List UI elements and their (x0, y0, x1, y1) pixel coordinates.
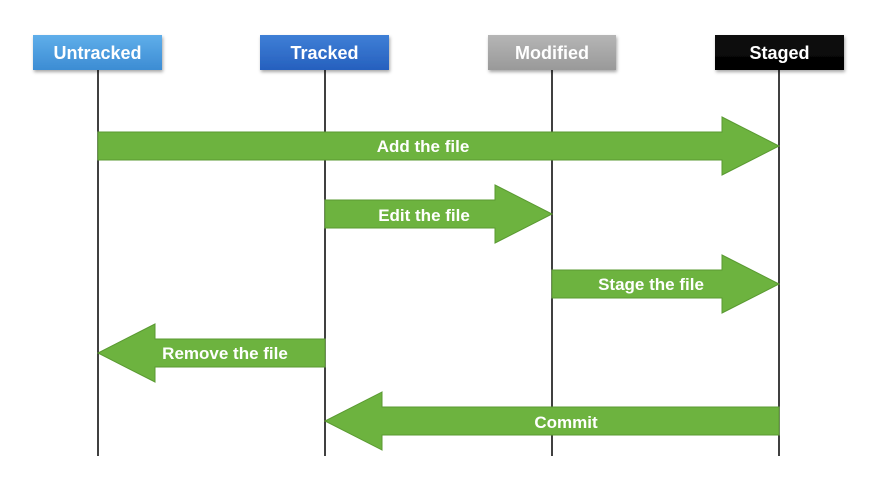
state-untracked: Untracked (33, 35, 162, 70)
state-label-untracked: Untracked (53, 43, 141, 63)
state-label-tracked: Tracked (290, 43, 358, 63)
transition-label: Edit the file (378, 206, 470, 225)
state-label-staged: Staged (749, 43, 809, 63)
right-arrow-icon (97, 116, 781, 176)
transition-label: Add the file (377, 137, 470, 156)
transition-label: Remove the file (162, 344, 288, 363)
right-arrow-icon (324, 184, 554, 244)
state-tracked: Tracked (260, 35, 389, 70)
state-modified: Modified (488, 35, 616, 70)
left-arrow-icon (96, 323, 326, 383)
transition-edit-the-file: Edit the file (324, 184, 554, 244)
transition-add-the-file: Add the file (97, 116, 781, 176)
state-staged: Staged (715, 35, 844, 70)
state-box-tracked (260, 35, 389, 70)
transition-label: Commit (534, 413, 598, 432)
state-box-modified (488, 35, 616, 70)
right-arrow-icon (551, 254, 781, 314)
state-label-modified: Modified (515, 43, 589, 63)
state-box-untracked (33, 35, 162, 70)
transition-remove-the-file: Remove the file (96, 323, 326, 383)
transition-commit: Commit (323, 391, 780, 451)
left-arrow-icon (323, 391, 780, 451)
transition-stage-the-file: Stage the file (551, 254, 781, 314)
transition-label: Stage the file (598, 275, 704, 294)
state-box-staged (715, 35, 844, 70)
